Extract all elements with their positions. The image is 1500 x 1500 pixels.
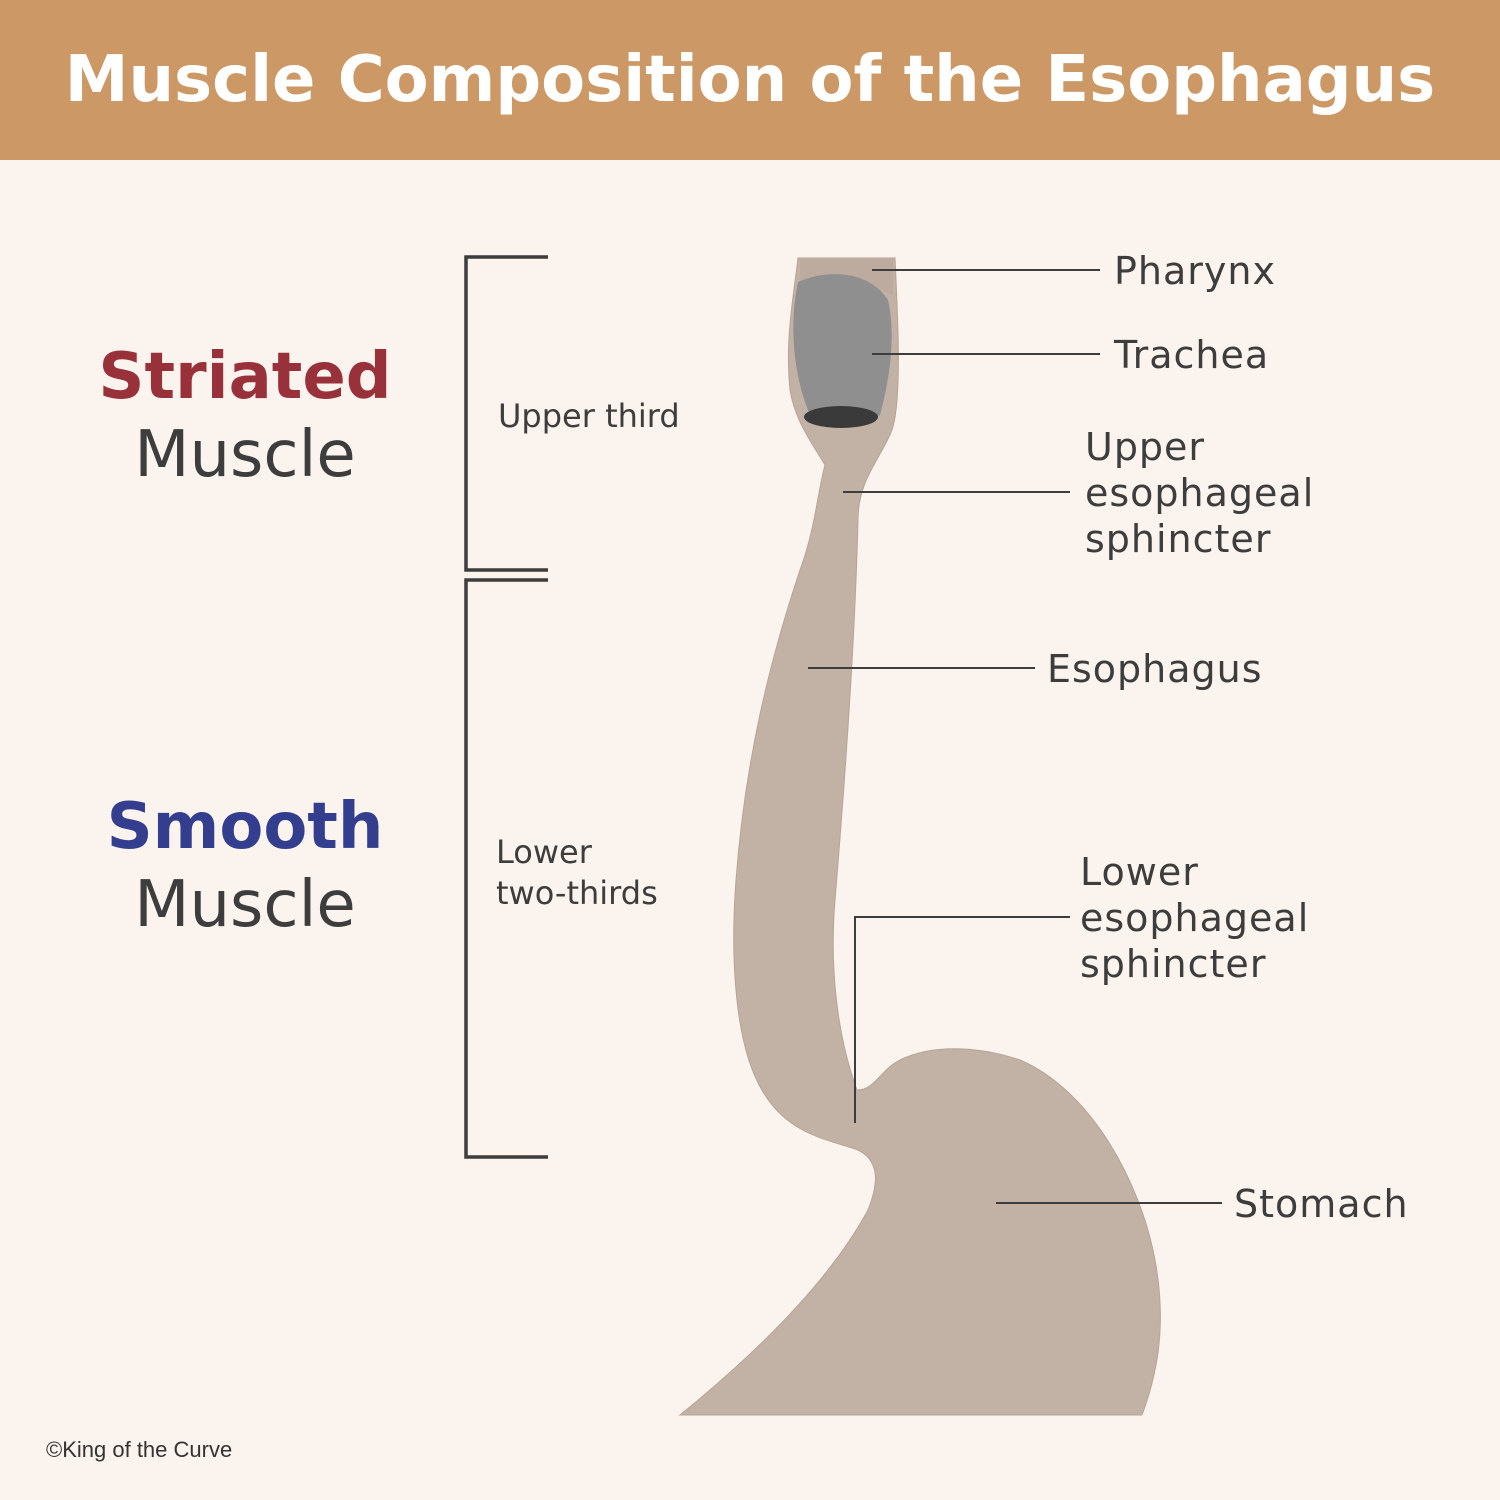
copyright-notice: ©King of the Curve <box>46 1437 233 1462</box>
stomach-label: Stomach <box>1234 1182 1409 1226</box>
lower-esophageal-sphincter-label: Lower esophageal sphincter <box>1080 849 1380 987</box>
les-leader <box>854 916 1070 1123</box>
smooth-muscle-word: Muscle <box>134 868 356 942</box>
smooth-word: Smooth <box>106 790 384 864</box>
upper-esophageal-sphincter-label: Upper esophageal sphincter <box>1085 424 1385 562</box>
les-line2: esophageal <box>1080 896 1310 940</box>
ues-line3: sphincter <box>1085 517 1272 561</box>
striated-muscle-label: Striated Muscle <box>60 338 430 494</box>
trachea-label: Trachea <box>1114 333 1270 377</box>
page-title: Muscle Composition of the Esophagus <box>64 43 1436 117</box>
esophagus-label: Esophagus <box>1047 647 1263 691</box>
lower-two-thirds-line2: two-thirds <box>496 874 658 912</box>
ues-line1: Upper <box>1085 425 1206 469</box>
striated-word: Striated <box>98 340 392 414</box>
les-line3: sphincter <box>1080 942 1267 986</box>
upper-third-label: Upper third <box>498 397 680 435</box>
lower-two-thirds-bracket <box>464 578 548 1159</box>
pharynx-label: Pharynx <box>1114 249 1276 293</box>
striated-muscle-word: Muscle <box>134 418 356 492</box>
lower-two-thirds-label: Lower two-thirds <box>496 832 696 914</box>
trachea-opening <box>804 406 878 428</box>
les-line1: Lower <box>1080 850 1199 894</box>
smooth-muscle-label: Smooth Muscle <box>60 788 430 944</box>
trachea-shape <box>793 274 892 423</box>
esophagus-shape <box>678 257 1161 1416</box>
header-banner: Muscle Composition of the Esophagus <box>0 0 1500 160</box>
lower-two-thirds-line1: Lower <box>496 833 592 871</box>
upper-third-bracket <box>464 255 548 572</box>
ues-line2: esophageal <box>1085 471 1315 515</box>
